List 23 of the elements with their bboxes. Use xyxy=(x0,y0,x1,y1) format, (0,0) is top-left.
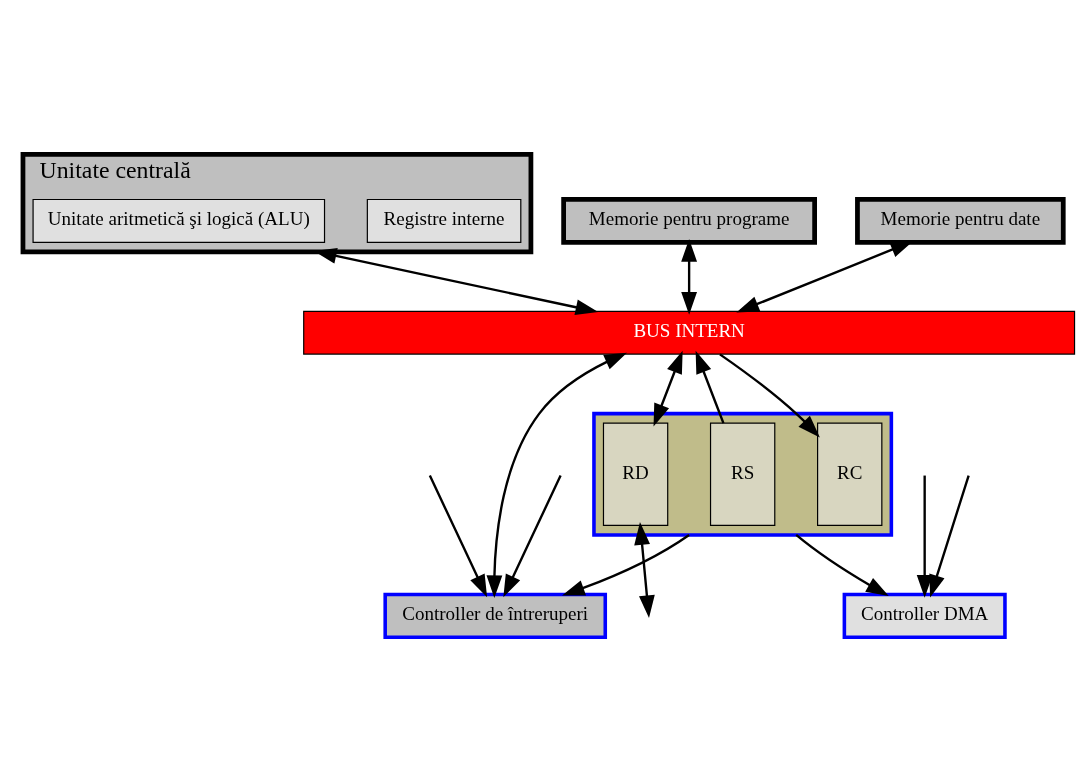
arrow xyxy=(562,533,690,596)
node-box: RC xyxy=(817,422,883,526)
arrow xyxy=(719,353,820,438)
arrow xyxy=(795,534,889,597)
node-box: Memorie pentru programe xyxy=(561,197,817,245)
arrow xyxy=(503,475,562,598)
node-box: RD xyxy=(602,422,669,526)
node-box: Controller DMA xyxy=(842,592,1007,640)
arrow xyxy=(929,475,970,598)
cluster xyxy=(592,411,894,537)
arrow xyxy=(428,475,488,598)
arrow xyxy=(681,239,698,315)
node-box: Unitate aritmetică şi logică (ALU) xyxy=(32,198,326,243)
node-box: Memorie pentru date xyxy=(855,197,1066,245)
arrow xyxy=(486,352,628,598)
arrow xyxy=(695,350,725,424)
arrow xyxy=(916,475,933,598)
node-box: Controller de întreruperi xyxy=(383,592,608,640)
node-box: RS xyxy=(709,422,776,526)
node-box: BUS INTERN xyxy=(303,310,1076,355)
node-box: Registre interne xyxy=(366,198,522,243)
arrow xyxy=(634,522,655,619)
arrow xyxy=(653,350,683,427)
